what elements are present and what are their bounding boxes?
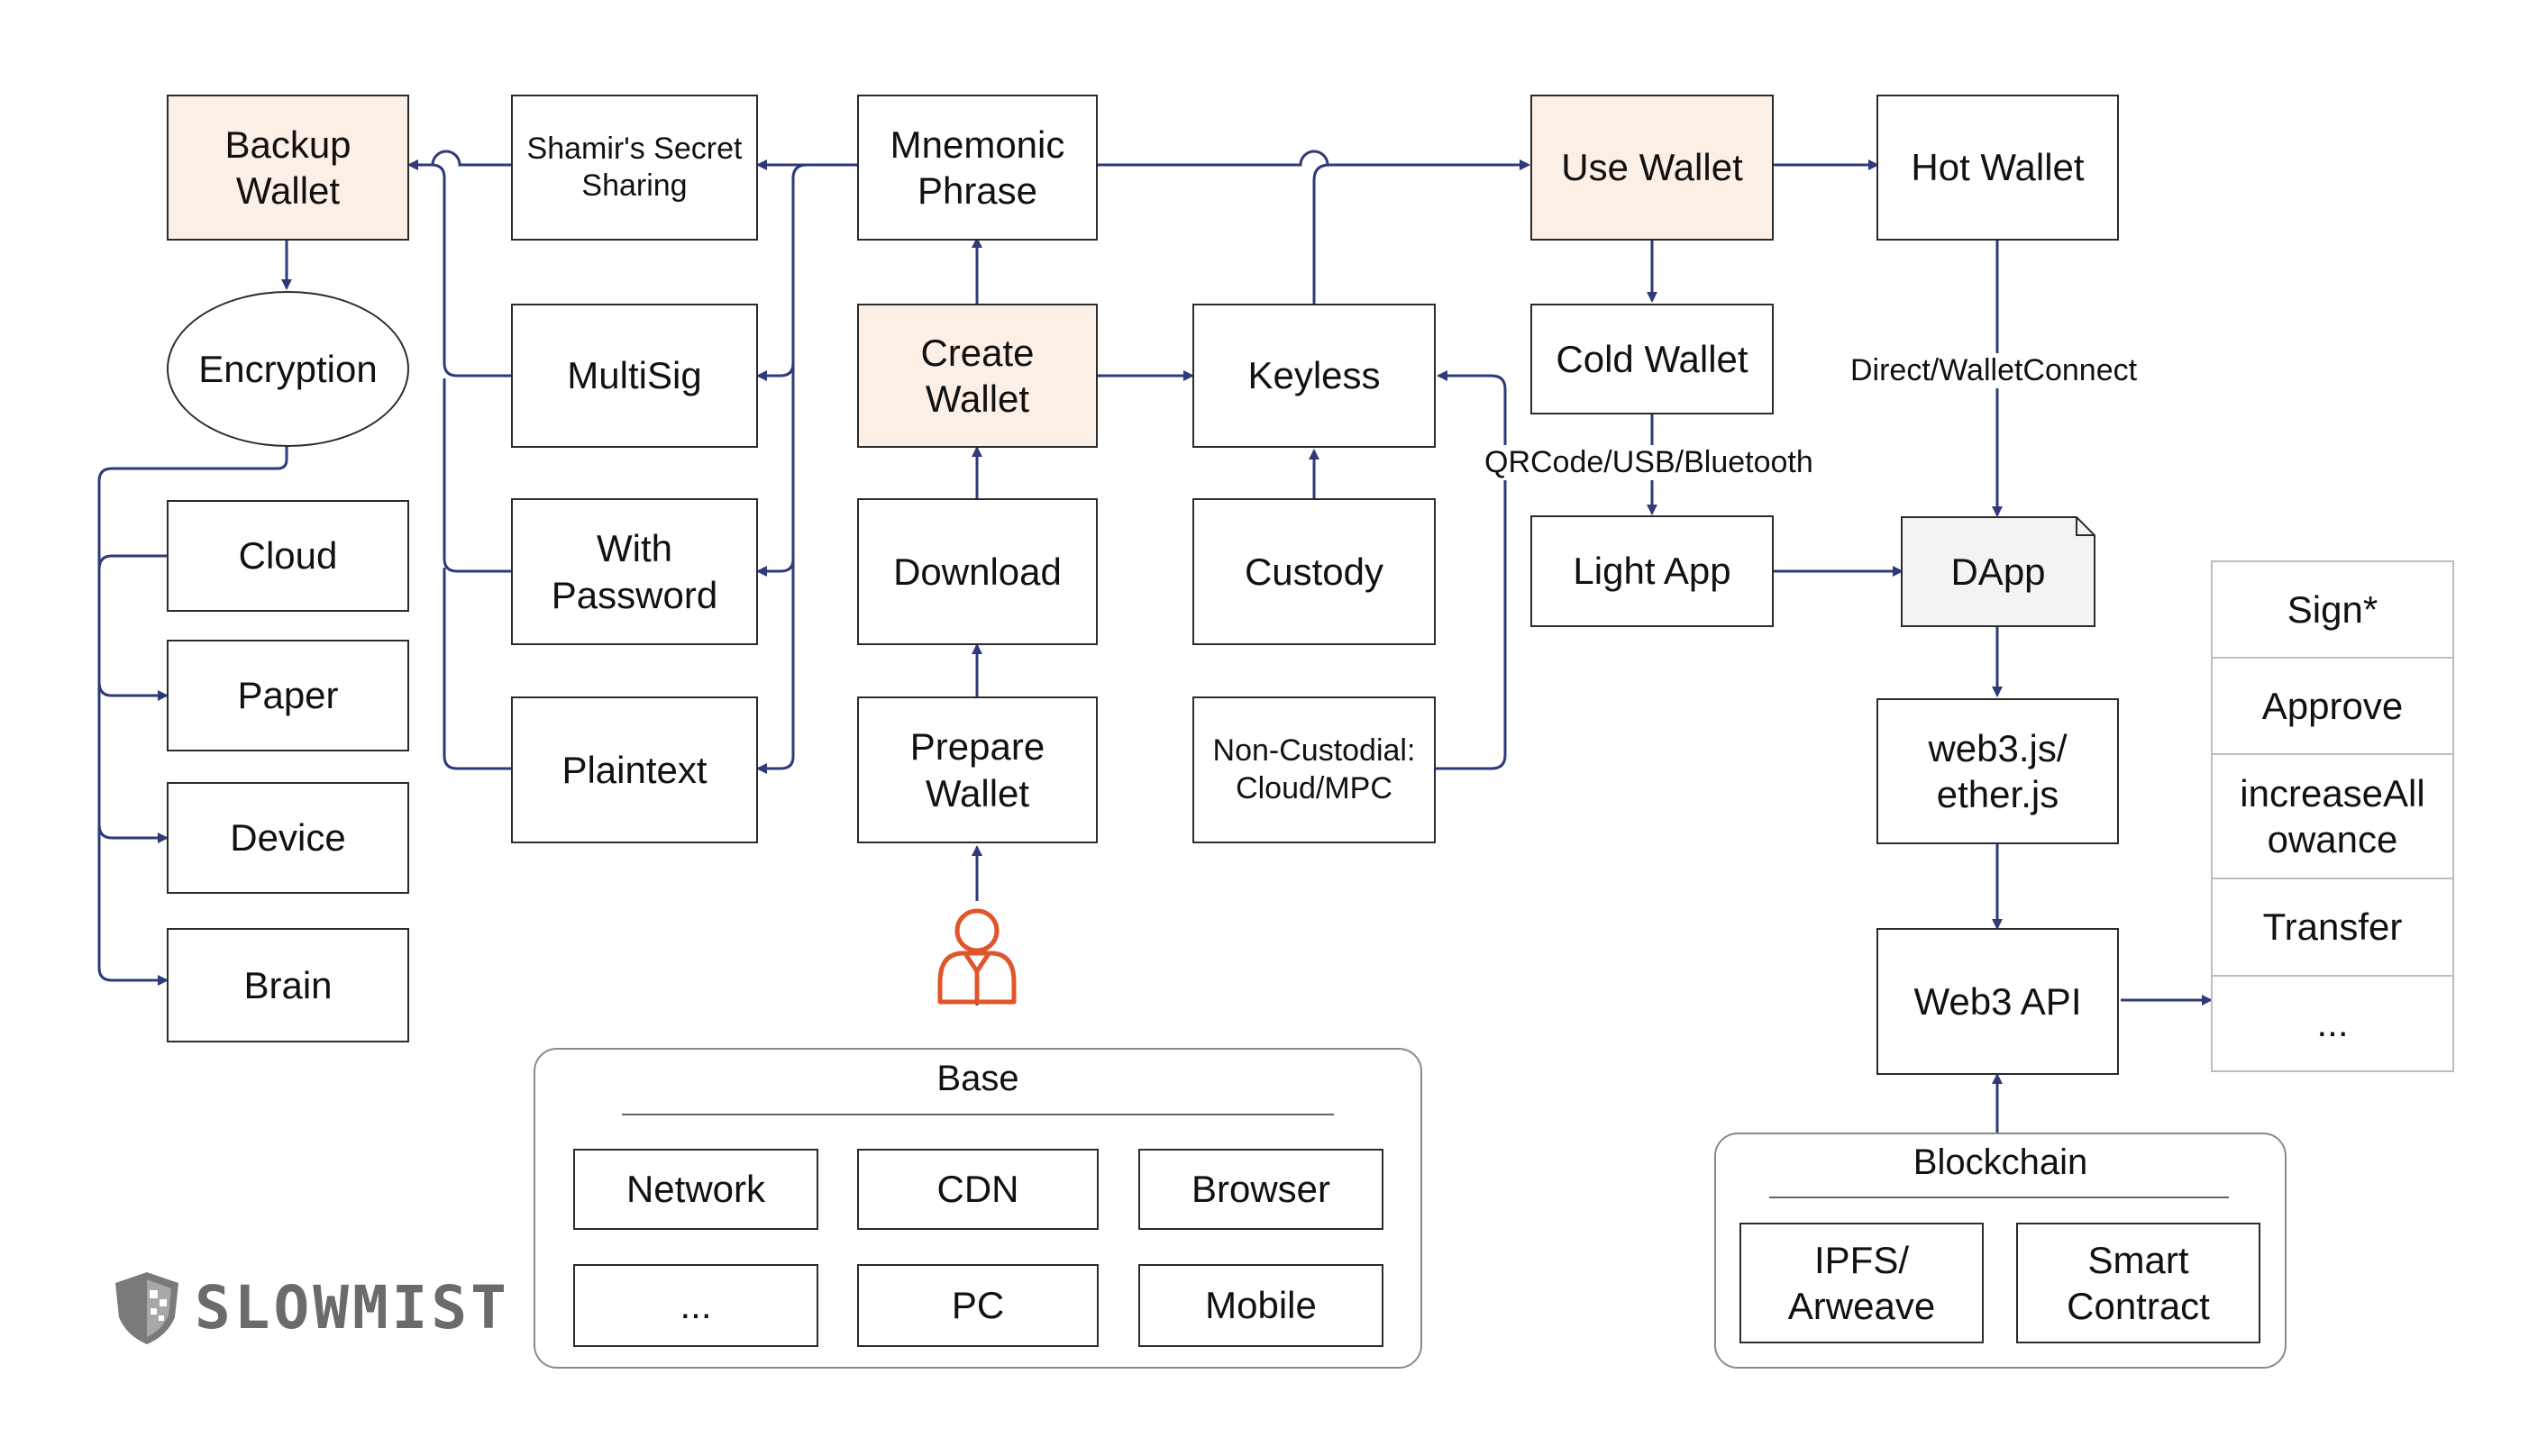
action-transfer: Transfer: [2211, 879, 2454, 977]
plaintext-node: Plaintext: [511, 696, 758, 843]
prepare-wallet-node: Prepare Wallet: [857, 696, 1098, 843]
base-item-mobile: Mobile: [1138, 1264, 1383, 1347]
shield-logo-icon: [115, 1272, 178, 1344]
blockchain-title: Blockchain: [1913, 1142, 2088, 1182]
with-password-node: With Password: [511, 498, 758, 645]
use-wallet-node: Use Wallet: [1530, 95, 1774, 241]
base-item-network: Network: [573, 1149, 818, 1230]
slowmist-logo: SLOWMIST: [108, 1269, 510, 1346]
create-wallet-node: Create Wallet: [857, 304, 1098, 448]
non-custodial-node: Non-Custodial: Cloud/MPC: [1192, 696, 1436, 843]
mnemonic-phrase-node: Mnemonic Phrase: [857, 95, 1098, 241]
base-item-pc: PC: [857, 1264, 1099, 1347]
base-title: Base: [936, 1059, 1019, 1098]
dapp-node: DApp: [1950, 550, 2046, 593]
action-sign: Sign*: [2211, 560, 2454, 659]
logo-text: SLOWMIST: [195, 1272, 510, 1342]
action-increase-allowance: increaseAll owance: [2211, 755, 2454, 879]
blockchain-item-smart-contract: Smart Contract: [2016, 1223, 2260, 1343]
blockchain-divider: [1769, 1197, 2229, 1198]
web3js-node: web3.js/ ether.js: [1876, 698, 2119, 844]
dapp-shape: [1901, 516, 2095, 627]
action-approve: Approve: [2211, 659, 2454, 755]
brain-node: Brain: [167, 928, 409, 1042]
hot-wallet-connection-label: Direct/WalletConnect: [1847, 353, 2141, 388]
custody-node: Custody: [1192, 498, 1436, 645]
device-node: Device: [167, 782, 409, 894]
light-app-node: Light App: [1530, 515, 1774, 627]
action-more: ...: [2211, 977, 2454, 1072]
encryption-node: Encryption: [167, 291, 409, 447]
base-item-cdn: CDN: [857, 1149, 1099, 1230]
user-icon: [937, 908, 1017, 1005]
cloud-node: Cloud: [167, 500, 409, 612]
web3-api-node: Web3 API: [1876, 928, 2119, 1075]
backup-wallet-node: Backup Wallet: [167, 95, 409, 241]
cold-wallet-node: Cold Wallet: [1530, 304, 1774, 414]
paper-node: Paper: [167, 640, 409, 751]
base-divider: [622, 1114, 1334, 1115]
base-item-browser: Browser: [1138, 1149, 1383, 1230]
download-node: Download: [857, 498, 1098, 645]
blockchain-item-ipfs: IPFS/ Arweave: [1739, 1223, 1984, 1343]
base-item-more: ...: [573, 1264, 818, 1347]
keyless-node: Keyless: [1192, 304, 1436, 448]
shamir-secret-sharing-node: Shamir's Secret Sharing: [511, 95, 758, 241]
cold-wallet-connection-label: QRCode/USB/Bluetooth: [1481, 445, 1817, 480]
multisig-node: MultiSig: [511, 304, 758, 448]
hot-wallet-node: Hot Wallet: [1876, 95, 2119, 241]
